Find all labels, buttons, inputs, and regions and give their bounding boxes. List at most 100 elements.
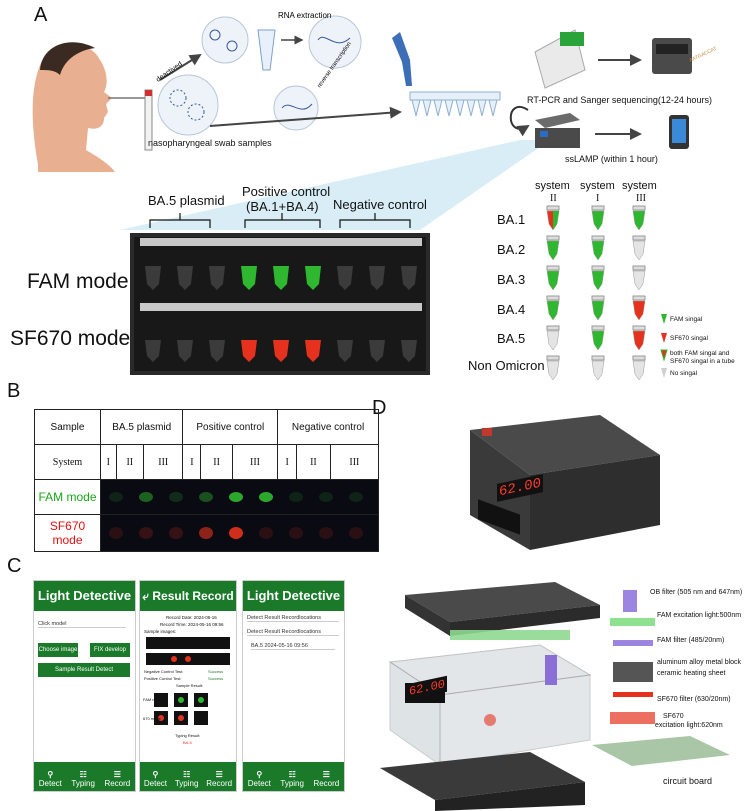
label-sf670-excitation: excitation light:620nm <box>655 722 723 729</box>
search-icon: ⚲ <box>152 770 159 779</box>
sf670-mode-label: 670 mode <box>143 716 161 721</box>
fam-mode-label: FAM mode <box>27 270 129 293</box>
tube-cap <box>546 325 560 331</box>
variant-label-non-omicron: Non Omicron <box>468 358 545 373</box>
nav-record[interactable]: ☰Record <box>206 770 233 788</box>
fam-tube <box>305 266 321 290</box>
system-numeral-1: II <box>550 193 557 204</box>
sf670-mode-row-label: SF670 mode <box>34 514 101 552</box>
record-icon: ☰ <box>215 770 223 779</box>
tube-cap <box>546 205 560 211</box>
system-tube <box>591 300 605 321</box>
group-label-negative: Negative control <box>333 197 427 212</box>
nav-record[interactable]: ☰Record <box>104 770 131 788</box>
sf670-tube <box>337 340 353 362</box>
fam-mode-image <box>100 479 379 515</box>
tube-cap <box>546 235 560 241</box>
system-numeral-2: I <box>596 193 600 204</box>
label-circuit-board: circuit board <box>663 776 713 786</box>
extraction-tube <box>257 29 276 71</box>
numeral-cell: II <box>296 444 331 480</box>
label-sf670-filter: SF670 filter (630/20nm) <box>657 696 731 703</box>
label-fam-excitation: FAM excitation light:500nm <box>657 612 742 619</box>
tube-cap <box>632 295 646 301</box>
sequence-text: AATGACCAT <box>688 46 718 64</box>
fam-signal <box>109 492 123 502</box>
records-dropdown-1[interactable]: Detect Result Recordlocations <box>247 615 339 622</box>
nav-detect[interactable]: ⚲Detect <box>247 770 271 788</box>
rna-extraction-label: RNA extraction <box>278 11 331 20</box>
exploded-bottom-base <box>380 752 585 811</box>
tube-cap <box>591 205 605 211</box>
typing-result-value: BA.5 <box>183 740 192 745</box>
tube-cap <box>632 205 646 211</box>
panel-a-illustration: deactived RNA extraction reverse transcr… <box>32 11 718 380</box>
legend-fam-label: FAM singal <box>670 316 703 323</box>
app-screen-result-record: ⤶ Result Record Record Date: 2024-05-16 … <box>139 580 237 792</box>
record-time: Record Time: 2024-05-16 09:56 <box>160 622 224 627</box>
sf670-signal <box>169 527 183 539</box>
fam-tube <box>337 266 353 290</box>
fam-signal <box>349 492 363 502</box>
records-dropdown-2[interactable]: Detect Result Recordlocations <box>247 629 339 636</box>
system-tube <box>591 360 605 380</box>
fam-tube <box>177 266 193 290</box>
model-select[interactable]: Click model <box>38 621 126 628</box>
tube-cap <box>632 235 646 241</box>
system-tube <box>546 300 560 321</box>
legend-both-icon <box>660 349 668 362</box>
sf670-tube <box>401 340 417 362</box>
tube-cap <box>546 355 560 361</box>
nav-record[interactable]: ☰Record <box>313 770 340 788</box>
fam-tube <box>369 266 385 290</box>
nav-detect[interactable]: ⚲Detect <box>38 770 62 788</box>
col-ba5-plasmid: BA.5 plasmid <box>99 409 184 445</box>
fam-signal <box>229 492 243 502</box>
negative-control-label: Negative Control Test: <box>144 669 184 674</box>
sample-result-detect-button[interactable]: Sample Result Detect <box>38 663 130 677</box>
aluminum-block <box>613 662 653 682</box>
sf670-tube <box>241 340 257 362</box>
sf670-signal <box>349 527 363 539</box>
system-tube <box>591 240 605 261</box>
variant-label-ba2: BA.2 <box>497 242 526 257</box>
sf670-mode-label: SF670 mode <box>10 327 131 350</box>
choose-image-button[interactable]: Choose image <box>38 643 78 657</box>
bottom-nav: ⚲Detect ☷Typing ☰Record <box>34 762 135 791</box>
col-negative-control: Negative control <box>277 409 379 445</box>
sf670-filter <box>613 692 653 697</box>
virus-circle-deactivated <box>201 16 249 64</box>
sf670-tube <box>273 340 289 362</box>
fam-signal <box>199 492 213 502</box>
sslamp-device-small <box>535 113 580 148</box>
rtpcr-machine <box>534 29 586 89</box>
fam-tube <box>145 266 161 290</box>
system-tube-half <box>553 211 559 230</box>
sf670-signal <box>139 527 153 539</box>
numeral-cell: III <box>329 444 380 480</box>
sslamp-label: ssLAMP (within 1 hour) <box>565 154 658 164</box>
fam-filter <box>613 640 653 646</box>
record-item[interactable]: BA.5 2024-05-16 09:56 <box>251 643 335 650</box>
fix-develop-button[interactable]: FIX develop <box>90 643 130 657</box>
label-sf670: SF670 <box>663 713 684 720</box>
system-tube <box>546 360 560 380</box>
nav-typing[interactable]: ☷Typing <box>174 770 199 788</box>
nav-detect[interactable]: ⚲Detect <box>143 770 168 788</box>
system-tube <box>632 300 646 321</box>
nav-typing[interactable]: ☷Typing <box>71 770 95 788</box>
search-icon: ⚲ <box>256 770 263 779</box>
tube-cap <box>546 265 560 271</box>
label-ob-filter: OB filter (505 nm and 647nm) <box>650 589 743 596</box>
app-screen-detect: Light Detective Click model Choose image… <box>33 580 136 792</box>
exploded-top-lid <box>405 582 600 636</box>
nav-typing[interactable]: ☷Typing <box>280 770 304 788</box>
system-header-2: system <box>580 180 615 192</box>
sf670-tube <box>209 340 225 362</box>
system-numeral-3: III <box>636 193 646 204</box>
system-tube <box>632 240 646 261</box>
group-label-positive-sub: (BA.1+BA.4) <box>246 199 319 214</box>
back-icon[interactable]: ⤶ <box>142 589 150 603</box>
system-tube <box>591 210 605 231</box>
pipette <box>392 32 412 86</box>
